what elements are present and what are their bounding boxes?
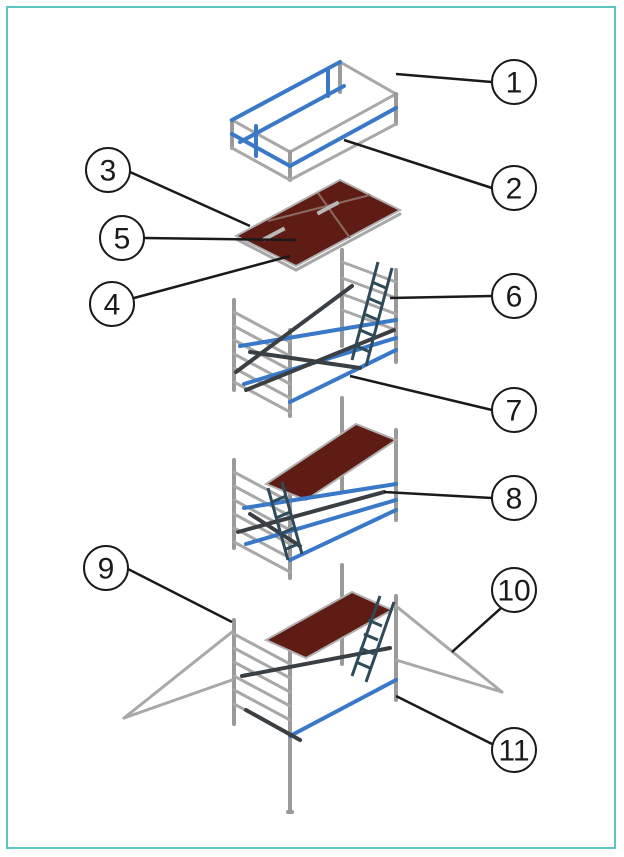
ladder-frame-module (232, 248, 398, 418)
callout-1-label: 1 (506, 67, 523, 100)
callout-6-label: 6 (506, 281, 523, 314)
callout-9: 9 (83, 545, 129, 591)
leader-lines (125, 72, 511, 746)
callout-8-label: 8 (506, 483, 523, 516)
callout-4: 4 (89, 281, 135, 327)
callout-5: 5 (99, 215, 145, 261)
platform-frame-module (232, 396, 399, 580)
callout-7: 7 (491, 387, 537, 433)
guardrail-module (228, 60, 400, 182)
platform-module (233, 178, 403, 272)
callout-5-label: 5 (114, 223, 131, 256)
callout-10: 10 (491, 567, 537, 613)
callout-6: 6 (491, 273, 537, 319)
callout-3: 3 (85, 147, 131, 193)
callout-1: 1 (491, 59, 537, 105)
callout-2: 2 (491, 165, 537, 211)
callout-4-label: 4 (104, 289, 121, 322)
base-module (122, 563, 504, 814)
callout-3-label: 3 (100, 155, 117, 188)
callout-11-label: 11 (498, 735, 529, 768)
callout-11: 11 (491, 727, 537, 773)
callout-10-label: 10 (497, 575, 530, 608)
callout-9-label: 9 (98, 553, 115, 586)
callout-8: 8 (491, 475, 537, 521)
callout-2-label: 2 (506, 173, 523, 206)
callout-7-label: 7 (506, 395, 523, 428)
